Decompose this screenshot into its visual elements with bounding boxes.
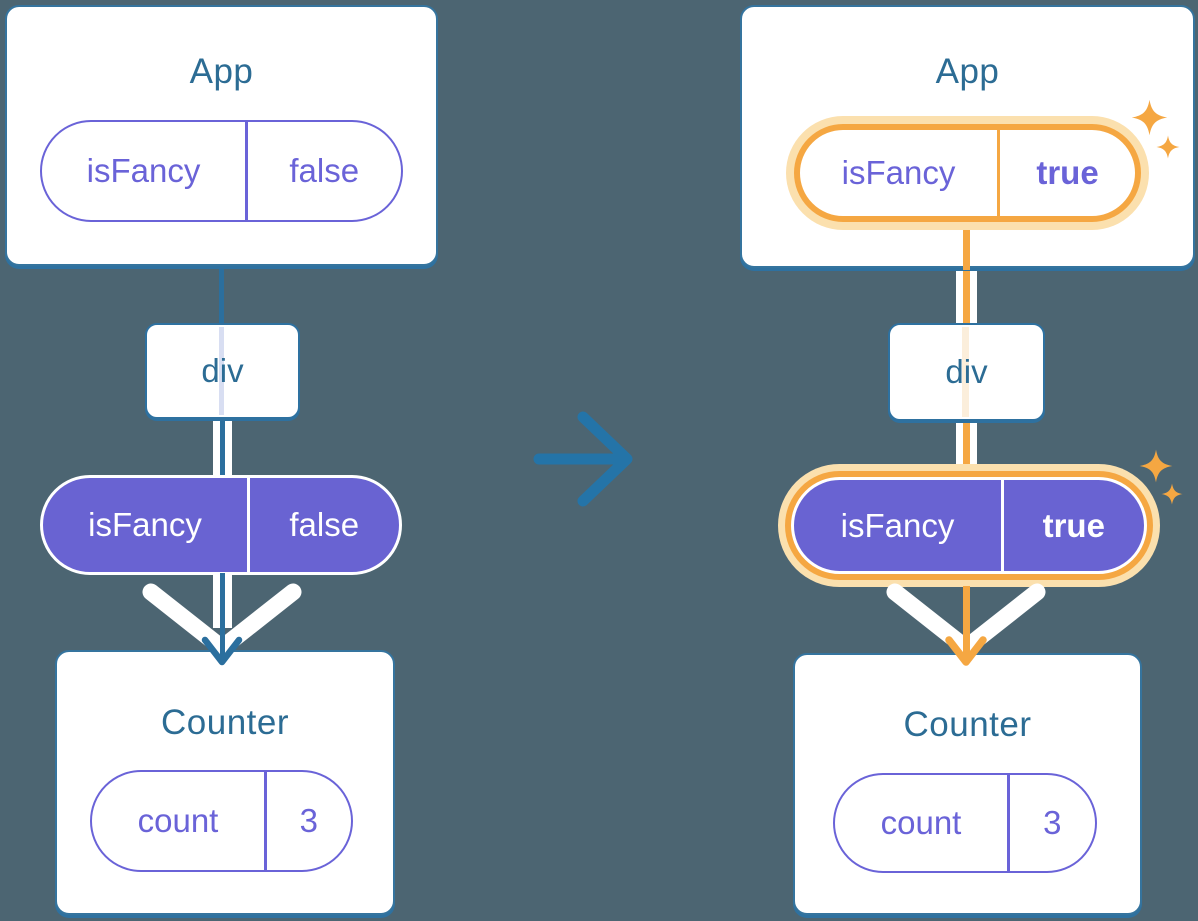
before-div-node: div [145, 323, 300, 419]
edge-div-to-prop-blue [220, 417, 225, 479]
edge-app-to-div-white-left [956, 266, 963, 327]
edge-div-to-prop-orange [963, 419, 970, 467]
after-div-label: div [945, 353, 988, 390]
before-app-title: App [189, 52, 254, 91]
pill-divider [247, 478, 250, 572]
edge-app-pill-to-card-bottom [963, 228, 970, 270]
edge-through-div-after [962, 327, 969, 417]
sparkles-icon-small [1161, 483, 1183, 505]
edge-prop-to-counter-white-right [225, 573, 232, 628]
sparkles-icon-small [1156, 135, 1180, 159]
edge-div-to-prop-white-right [970, 419, 977, 467]
edge-prop-to-counter-blue-shaft [220, 573, 225, 658]
after-div-node: div [888, 323, 1045, 421]
before-app-state-pill: isFancy false [40, 120, 403, 222]
after-counter-title: Counter [903, 705, 1032, 744]
edge-app-to-div-white-right [970, 266, 977, 327]
sparkles-icon [1131, 99, 1168, 136]
state-value-label: 3 [299, 802, 318, 839]
state-value-label: true [1036, 154, 1099, 191]
edge-prop-to-counter-orange-shaft [963, 586, 970, 658]
pill-divider [1007, 775, 1010, 871]
after-app-title: App [935, 52, 1000, 91]
edge-through-div-before [219, 327, 224, 415]
prop-name-label: isFancy [840, 506, 955, 544]
edge-app-to-div-orange [963, 266, 970, 327]
edge-div-to-prop-white-left [213, 417, 220, 479]
blue-arrowhead-icon [201, 636, 243, 666]
edge-div-to-prop-white-left [956, 419, 963, 467]
right-arrow-icon [533, 411, 633, 507]
before-counter-title: Counter [160, 703, 290, 742]
edge-prop-to-counter-white-left [213, 573, 220, 628]
edge-div-to-prop-white-right [225, 417, 232, 479]
state-name-label: isFancy [841, 154, 956, 191]
state-value-label: 3 [1043, 804, 1062, 841]
edge-app-to-div-before [219, 264, 224, 325]
prop-name-label: isFancy [88, 506, 202, 543]
pill-divider [264, 772, 267, 870]
sparkles-icon [1139, 449, 1173, 483]
before-div-label: div [201, 352, 244, 389]
prop-value-label: true [1042, 506, 1105, 544]
after-app-state-pill: isFancy true [794, 124, 1141, 222]
after-counter-state-pill: count 3 [833, 773, 1097, 873]
prop-value-label: false [289, 506, 360, 543]
pill-divider [245, 122, 248, 220]
before-counter-state-pill: count 3 [90, 770, 353, 872]
state-name-label: isFancy [86, 152, 201, 189]
orange-arrowhead-icon [945, 636, 987, 666]
after-prop-pill: isFancy true [791, 477, 1147, 574]
pill-divider [997, 130, 1000, 216]
before-prop-pill: isFancy false [40, 475, 402, 575]
pill-divider [1001, 480, 1004, 571]
state-value-label: false [289, 152, 360, 189]
state-name-label: count [880, 804, 962, 841]
state-name-label: count [137, 802, 219, 839]
